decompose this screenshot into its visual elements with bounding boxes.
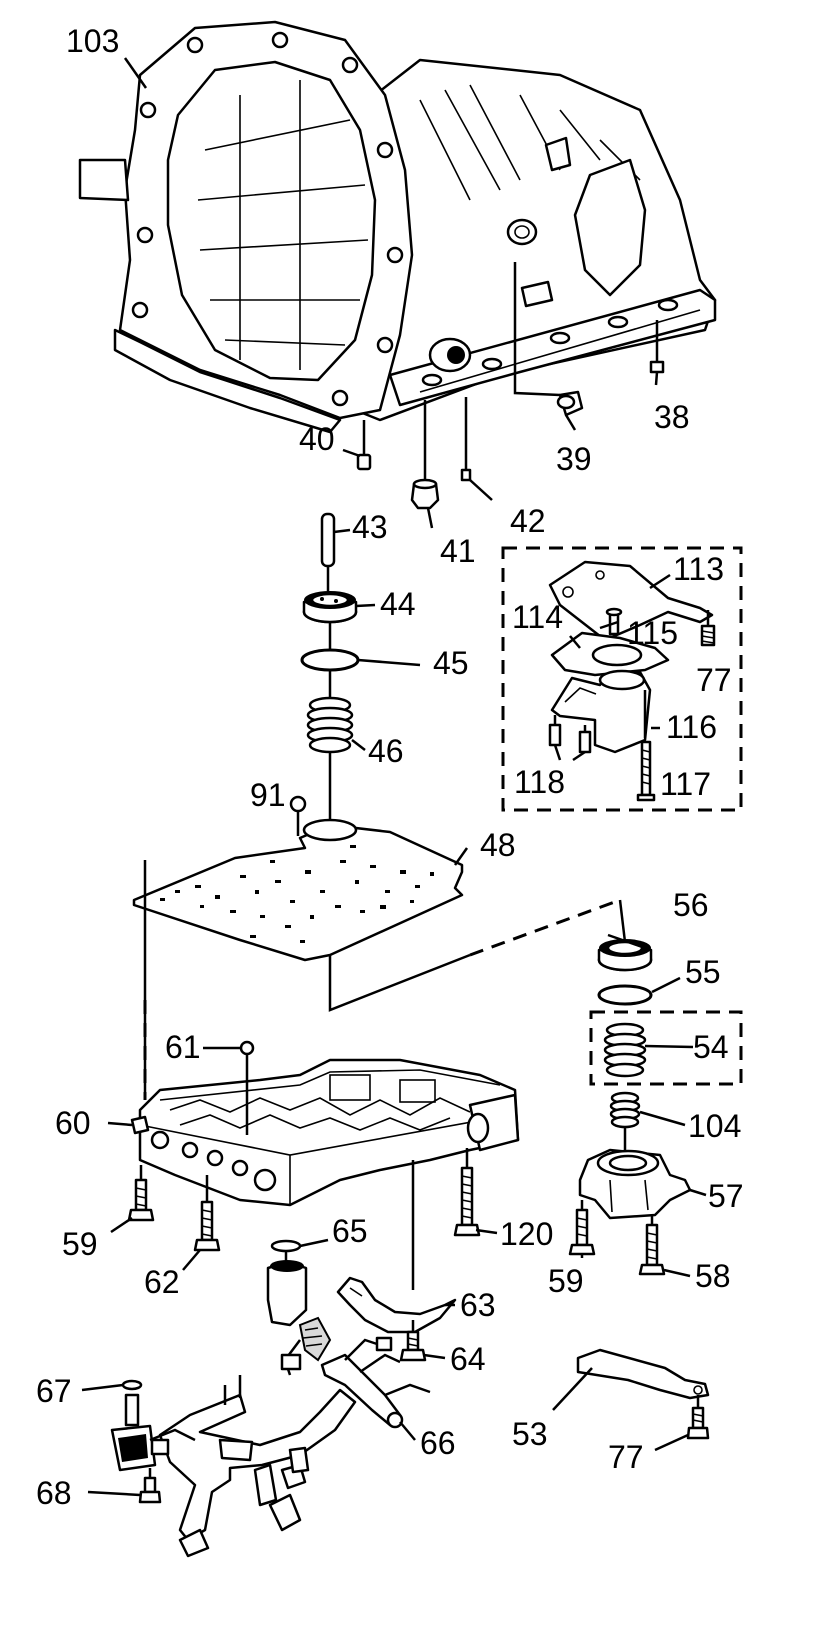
valve-body-passages xyxy=(169,1074,471,1131)
part-48-separator-plate xyxy=(132,818,464,962)
alignment-lines xyxy=(143,860,627,1100)
label-62: 62 xyxy=(144,1264,180,1300)
label-55: 55 xyxy=(685,954,721,990)
label-63: 63 xyxy=(460,1287,496,1323)
label-67: 67 xyxy=(36,1373,72,1409)
separator-plate-holes xyxy=(160,845,434,943)
leader-lines xyxy=(81,57,707,1497)
label-54: 54 xyxy=(693,1029,729,1065)
part-66-wiring-harness xyxy=(158,1260,431,1558)
label-66: 66 xyxy=(420,1425,456,1461)
part-65-o-ring xyxy=(270,1239,302,1262)
part-53-bracket xyxy=(576,1348,710,1400)
label-91: 91 xyxy=(250,777,286,813)
part-46-spring xyxy=(306,696,354,822)
part-62-bolt xyxy=(193,1175,221,1252)
label-56: 56 xyxy=(673,887,709,923)
label-60: 60 xyxy=(55,1105,91,1141)
label-39: 39 xyxy=(556,441,592,477)
part-67-solenoid xyxy=(110,1379,196,1472)
part-120-bolt xyxy=(453,1148,481,1237)
part-56-accumulator-piston xyxy=(597,939,653,972)
part-59-bolt-left xyxy=(127,1165,155,1222)
label-61: 61 xyxy=(165,1029,201,1065)
label-64: 64 xyxy=(450,1341,486,1377)
bell-housing-bolt-holes xyxy=(131,31,404,407)
part-115-screw xyxy=(605,607,623,636)
part-55-seal-ring xyxy=(597,984,653,1006)
label-46: 46 xyxy=(368,733,404,769)
part-54-spring xyxy=(603,1022,647,1078)
part-77-bolt-lower xyxy=(686,1395,710,1440)
label-77-lower: 77 xyxy=(608,1439,644,1475)
part-91-check-ball xyxy=(289,795,307,836)
label-68: 68 xyxy=(36,1475,72,1511)
part-64-bolt xyxy=(399,1320,427,1362)
valve-body-bores xyxy=(150,1130,277,1192)
label-59-right: 59 xyxy=(548,1263,584,1299)
part-39-plug xyxy=(513,262,584,417)
part-41-plug xyxy=(410,400,440,510)
label-120: 120 xyxy=(500,1216,553,1252)
part-44-accumulator-piston xyxy=(302,591,358,624)
part-114-gasket xyxy=(550,631,670,677)
label-38: 38 xyxy=(654,399,690,435)
label-45: 45 xyxy=(433,645,469,681)
inset-box-113-118 xyxy=(501,546,743,812)
part-number-labels: 103 38 39 40 41 42 43 44 45 46 91 48 113… xyxy=(36,23,744,1511)
part-40-pin xyxy=(356,420,372,471)
part-42-pin xyxy=(460,397,472,482)
label-43: 43 xyxy=(352,509,388,545)
label-65: 65 xyxy=(332,1213,368,1249)
label-59-left: 59 xyxy=(62,1226,98,1262)
label-115: 115 xyxy=(627,615,678,651)
inset-box-54 xyxy=(589,1010,743,1086)
part-116-solenoid-body xyxy=(550,669,652,754)
label-42: 42 xyxy=(510,503,546,539)
label-40: 40 xyxy=(299,421,335,457)
part-63-spring-plate xyxy=(336,1276,457,1334)
label-118: 118 xyxy=(514,764,565,800)
label-44: 44 xyxy=(380,586,416,622)
label-113: 113 xyxy=(673,551,724,587)
part-68-bolt xyxy=(138,1468,162,1504)
part-117-bolt xyxy=(636,740,656,802)
part-43-pin xyxy=(320,512,336,594)
part-118-screws xyxy=(548,715,592,754)
part-60-valve-body xyxy=(130,1058,520,1207)
label-117: 117 xyxy=(660,766,711,802)
part-45-seal-ring xyxy=(300,622,360,700)
part-57-accumulator-housing xyxy=(578,1148,692,1220)
part-77-bolt-upper xyxy=(700,610,716,647)
label-116: 116 xyxy=(666,709,717,745)
label-58: 58 xyxy=(695,1258,731,1294)
label-53: 53 xyxy=(512,1416,548,1452)
label-104: 104 xyxy=(688,1108,741,1144)
part-58-bolt xyxy=(638,1215,666,1276)
label-41: 41 xyxy=(440,533,476,569)
part-59-bolt-right xyxy=(568,1200,596,1256)
label-103: 103 xyxy=(66,23,119,59)
label-114: 114 xyxy=(512,599,563,635)
label-57: 57 xyxy=(708,1178,744,1214)
label-77-upper: 77 xyxy=(696,662,732,698)
transmission-case xyxy=(78,20,717,434)
part-104-spring xyxy=(609,1091,641,1150)
label-48: 48 xyxy=(480,827,516,863)
